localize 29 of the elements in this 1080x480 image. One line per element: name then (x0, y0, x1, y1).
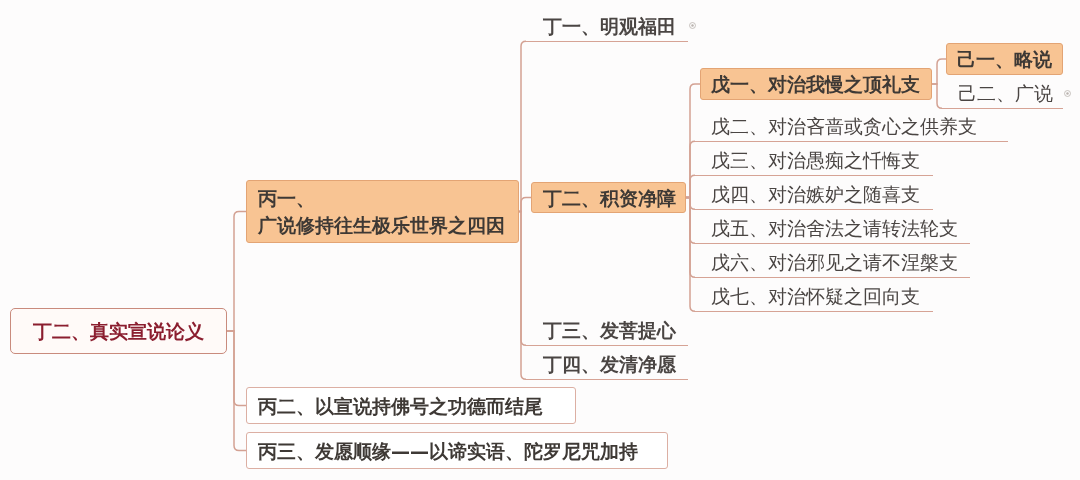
topic-text: 丁三、发菩提心 (543, 318, 677, 342)
connector-line (931, 83, 943, 109)
topic-text: 己一、略说 (957, 47, 1053, 71)
topic-text: 丙三、发愿顺缘——以谛实语、陀罗尼咒加持 (258, 438, 639, 463)
topic-text: 戊三、对治愚痴之忏悔支 (711, 148, 921, 172)
topic-text: 戊六、对治邪见之请不涅槃支 (711, 250, 959, 274)
central-topic-box (10, 308, 227, 354)
topic-text: 丙二、以宣说持佛号之功德而结尾 (258, 393, 544, 418)
topic-text: 戊二、对治吝啬或贪心之供养支 (711, 114, 978, 138)
topic-text: 己二、广说 (958, 81, 1054, 105)
topic-text: 戊七、对治怀疑之回向支 (711, 284, 921, 308)
connector-line (226, 330, 247, 452)
topic-text: 丁四、发清净愿 (543, 352, 677, 376)
topic-text: 戊四、对治嫉妒之随喜支 (711, 182, 921, 206)
topic-box (246, 387, 576, 424)
topic-text: 丁二、真实宣说论义 (33, 319, 204, 343)
connector-line (518, 196, 532, 213)
highlighted-topic-box (531, 182, 686, 213)
topic-text: 广说修持往生极乐世界之四因 (258, 212, 506, 238)
highlighted-topic-box (700, 68, 932, 100)
connector-line (518, 210, 527, 380)
highlighted-topic-box (246, 180, 519, 243)
topic-box (246, 432, 668, 469)
topic-text: 戊五、对治舍法之请转法轮支 (711, 216, 959, 240)
topic-text: 丁二、积资净障 (543, 185, 677, 210)
topic-text: 戊一、对治我慢之顶礼支 (711, 72, 921, 96)
topic-text: 丙一、 (258, 185, 316, 211)
topic-text: 丁一、明观福田 (543, 14, 677, 38)
highlighted-topic-box (946, 43, 1063, 75)
